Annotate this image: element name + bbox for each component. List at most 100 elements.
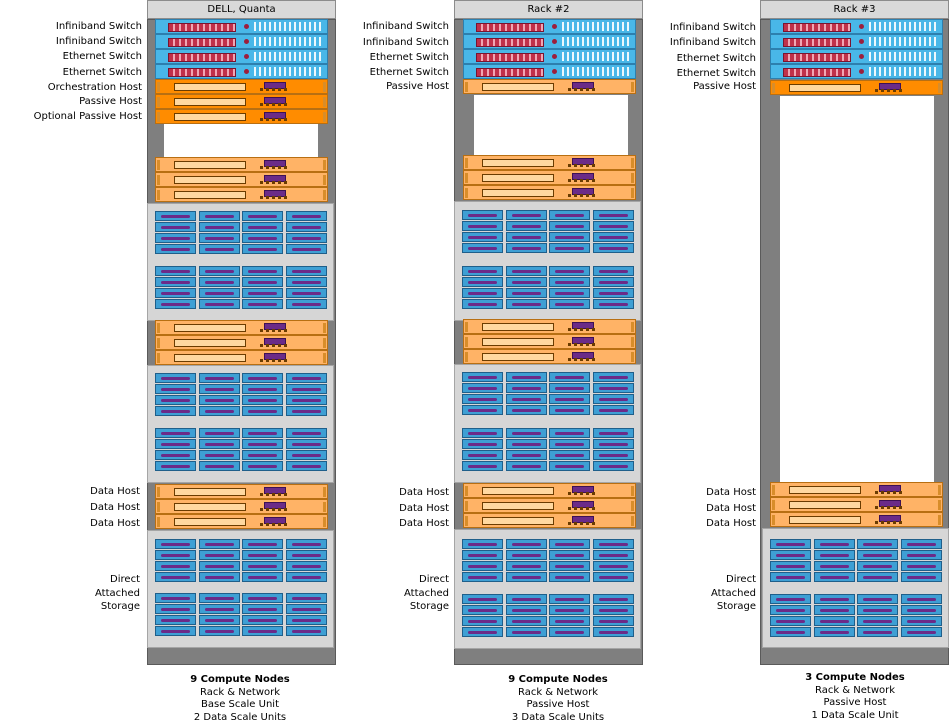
device-label: Passive Host (693, 81, 756, 92)
disk-tray (198, 395, 240, 405)
disk-handle (161, 303, 190, 306)
server-host (463, 170, 636, 185)
disk-tray (285, 439, 327, 449)
disk-handle (161, 630, 190, 633)
disk-tray (155, 626, 196, 636)
disk-handle (819, 609, 849, 612)
device-label: Data Host (399, 518, 449, 529)
device-label: Infiniband Switch (669, 37, 756, 48)
disk-tray (198, 626, 240, 636)
device-label: Optional Passive Host (33, 111, 142, 122)
rack-ear (465, 486, 468, 496)
disk-tray (155, 550, 196, 560)
disk-handle (511, 609, 541, 612)
disk-handle (204, 215, 234, 218)
disk-tray (505, 221, 547, 231)
disk-tray (462, 572, 503, 582)
drive-bay (174, 488, 246, 496)
rack-ear (772, 500, 775, 510)
disk-handle (291, 443, 321, 446)
front-panel-buttons (568, 343, 598, 346)
disk-handle (555, 576, 584, 579)
device-label: Ethernet Switch (369, 52, 449, 63)
device-label: Ethernet Switch (62, 51, 142, 62)
disk-tray (462, 539, 503, 549)
disk-tray (198, 593, 240, 603)
server-host (463, 319, 636, 334)
status-led-icon (552, 54, 557, 59)
disk-handle (468, 443, 497, 446)
disk-tray (155, 561, 196, 571)
disk-handle (598, 281, 628, 284)
disk-tray (462, 383, 503, 393)
rack-ear (323, 487, 326, 497)
disk-tray (505, 288, 547, 298)
rack-ear (323, 517, 326, 527)
status-led-icon (244, 24, 249, 29)
disk-tray (462, 210, 503, 220)
network-switch (770, 34, 943, 49)
disk-handle (468, 303, 497, 306)
disk-handle (248, 554, 277, 557)
disk-tray (198, 604, 240, 614)
disk-handle (776, 554, 805, 557)
disk-tray (505, 561, 547, 571)
device-label: Passive Host (79, 96, 142, 107)
device-label: Infiniband Switch (55, 36, 142, 47)
disk-tray (198, 384, 240, 394)
disk-tray (813, 594, 855, 604)
disk-tray (462, 428, 503, 438)
disk-handle (204, 410, 234, 413)
disk-handle (204, 443, 234, 446)
disk-handle (819, 543, 849, 546)
port-bank (783, 68, 851, 77)
disk-tray (505, 450, 547, 460)
disk-tray (242, 395, 283, 405)
disk-tray (155, 450, 196, 460)
disk-tray (505, 372, 547, 382)
disk-tray (242, 384, 283, 394)
drive-bay (482, 353, 554, 361)
disk-handle (248, 454, 277, 457)
disk-handle (863, 554, 892, 557)
rack-ear (323, 353, 326, 363)
front-panel-buttons (568, 88, 598, 91)
disk-handle (468, 387, 497, 390)
device-label: Data Host (90, 486, 140, 497)
disk-tray (505, 243, 547, 253)
disk-tray (285, 539, 327, 549)
disk-handle (248, 465, 277, 468)
disk-tray (462, 616, 503, 626)
disk-handle (204, 465, 234, 468)
server-host (155, 79, 328, 94)
disk-handle (598, 303, 628, 306)
disk-handle (906, 565, 936, 568)
server-host (770, 512, 943, 527)
disk-handle (161, 237, 190, 240)
disk-handle (468, 247, 497, 250)
disk-handle (511, 214, 541, 217)
device-label: Ethernet Switch (676, 68, 756, 79)
front-panel-buttons (875, 506, 905, 509)
device-label: Infiniband Switch (362, 37, 449, 48)
disk-handle (863, 609, 892, 612)
disk-tray (198, 561, 240, 571)
disk-tray (592, 461, 634, 471)
disk-tray (198, 461, 240, 471)
port-leds (562, 22, 629, 31)
drive-bay (174, 98, 246, 106)
disk-tray (285, 222, 327, 232)
disk-tray (285, 277, 327, 287)
rack-caption: 9 Compute Nodes Rack & Network Passive H… (458, 674, 658, 724)
disk-handle (204, 303, 234, 306)
disk-tray (549, 210, 590, 220)
disk-handle (468, 281, 497, 284)
disk-handle (204, 432, 234, 435)
disk-handle (511, 281, 541, 284)
disk-handle (248, 432, 277, 435)
disk-handle (511, 409, 541, 412)
disk-handle (161, 281, 190, 284)
disk-tray (198, 233, 240, 243)
disk-handle (248, 630, 277, 633)
disk-tray (549, 561, 590, 571)
